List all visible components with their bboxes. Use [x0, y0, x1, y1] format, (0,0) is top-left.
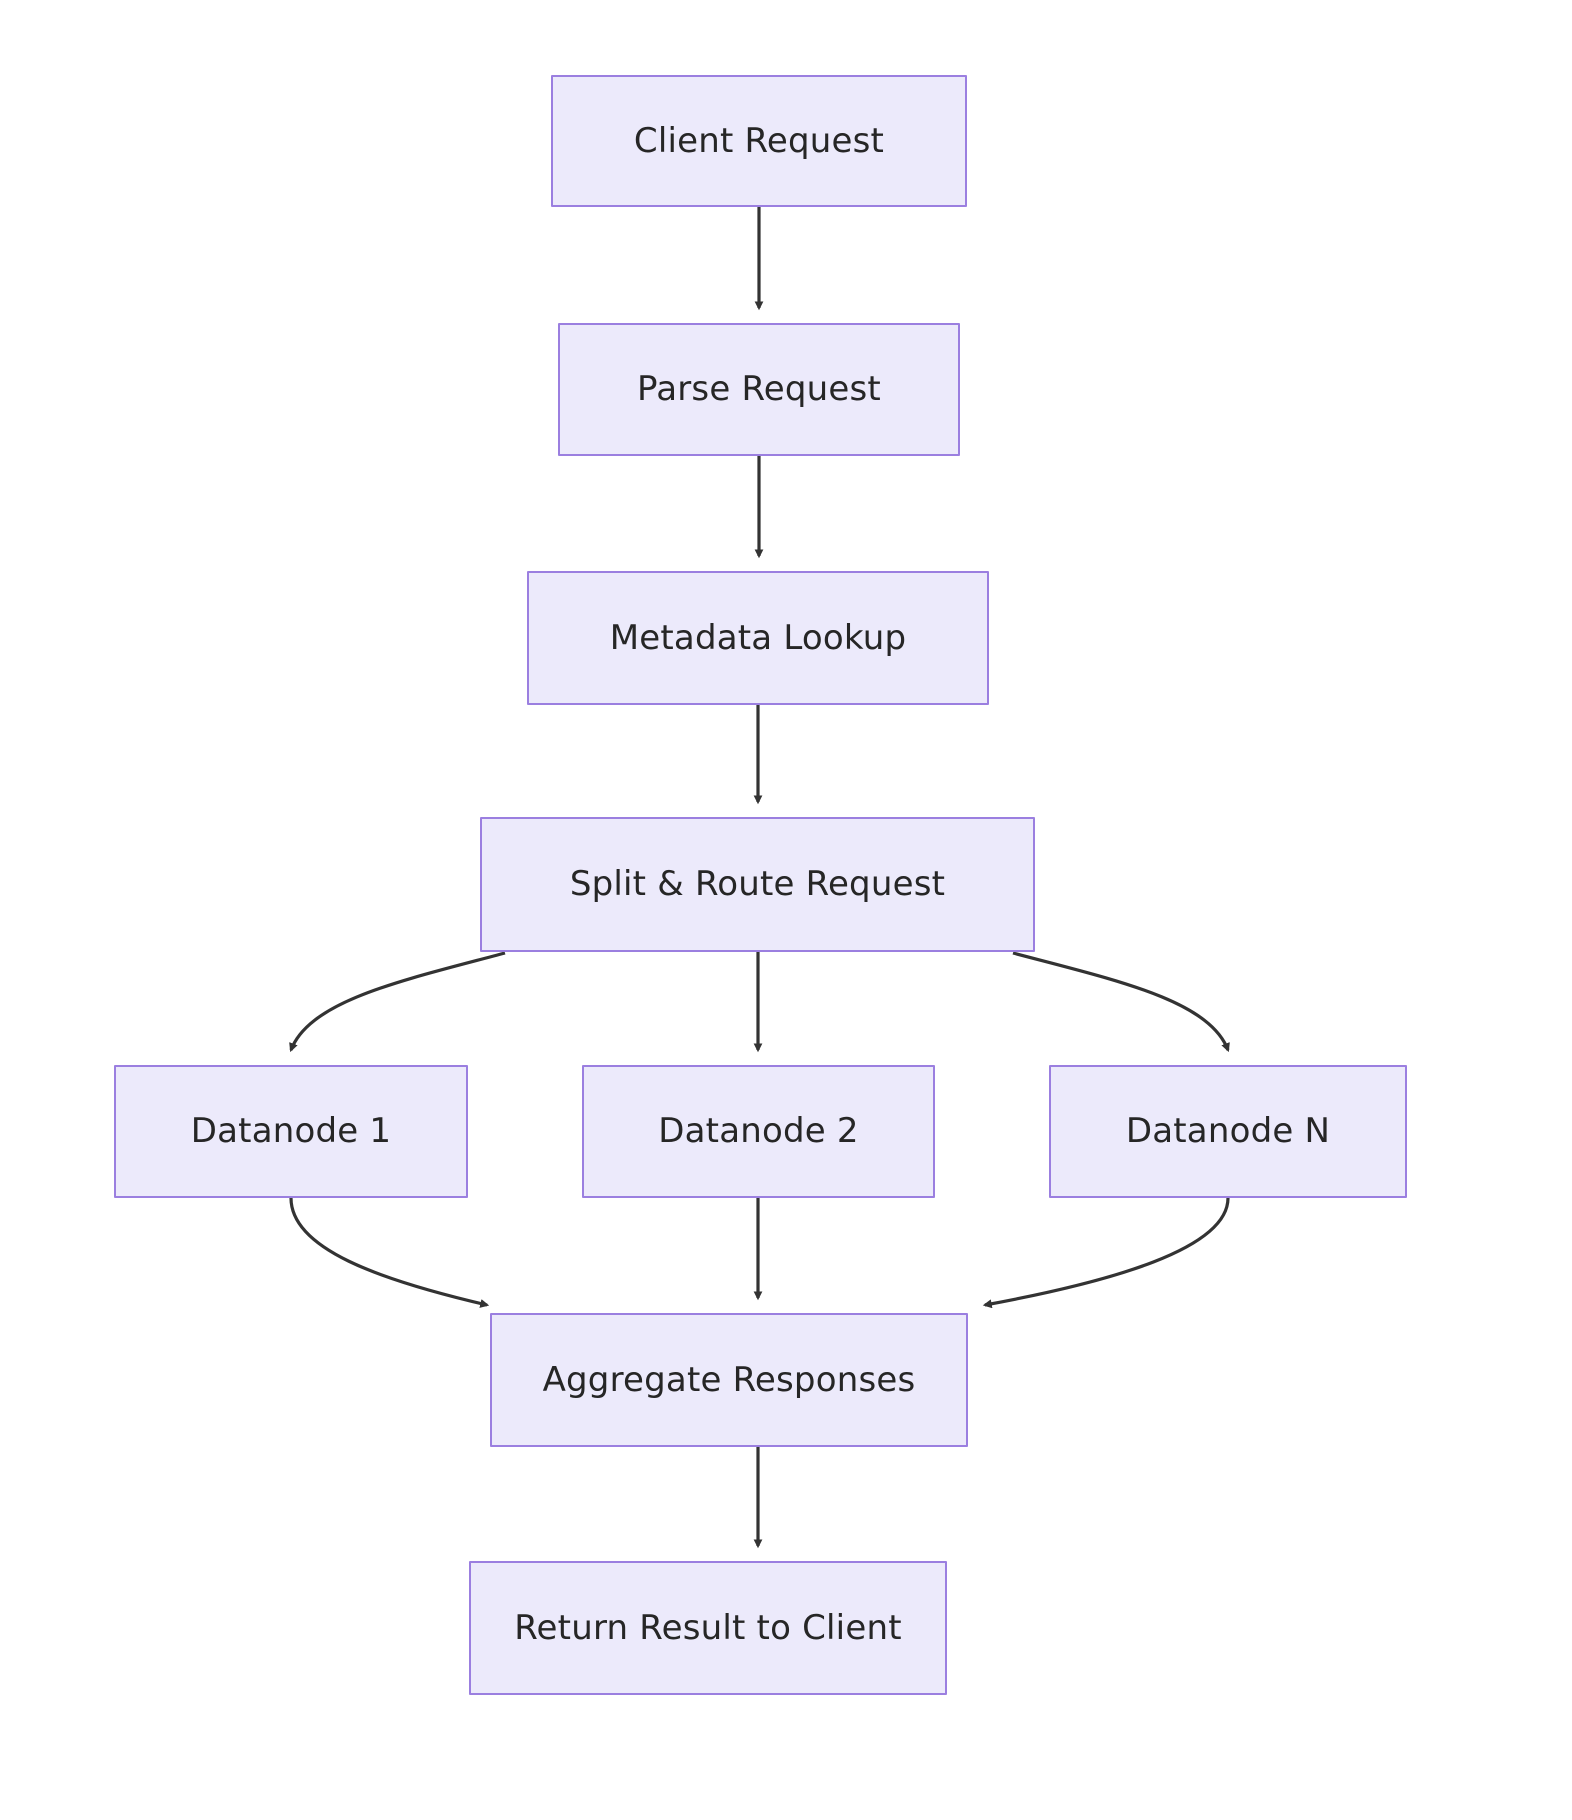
node-label-return-result-to-client: Return Result to Client [514, 1607, 902, 1648]
node-datanode-1[interactable]: Datanode 1 [114, 1065, 468, 1198]
edge-split-route-to-datanode-n [1012, 951, 1230, 1053]
node-client-request[interactable]: Client Request [551, 75, 967, 207]
edge-datanode-n-to-aggregate [982, 1197, 1230, 1309]
node-label-metadata-lookup: Metadata Lookup [609, 617, 907, 658]
node-label-aggregate-responses: Aggregate Responses [542, 1359, 916, 1400]
node-aggregate-responses[interactable]: Aggregate Responses [490, 1313, 968, 1447]
node-label-datanode-1: Datanode 1 [190, 1111, 392, 1152]
node-parse-request[interactable]: Parse Request [558, 323, 960, 456]
node-label-datanode-2: Datanode 2 [658, 1111, 859, 1152]
node-split-route-request[interactable]: Split & Route Request [480, 817, 1035, 952]
node-datanode-2[interactable]: Datanode 2 [582, 1065, 935, 1198]
edge-split-route-to-datanode-1 [289, 951, 506, 1053]
node-label-split-route-request: Split & Route Request [569, 864, 946, 905]
node-metadata-lookup[interactable]: Metadata Lookup [527, 571, 989, 705]
node-label-parse-request: Parse Request [637, 369, 881, 410]
node-label-datanode-n: Datanode N [1125, 1111, 1331, 1152]
node-datanode-n[interactable]: Datanode N [1049, 1065, 1407, 1198]
node-label-client-request: Client Request [633, 120, 885, 161]
node-return-result-to-client[interactable]: Return Result to Client [469, 1561, 947, 1695]
edge-datanode-1-to-aggregate [289, 1197, 490, 1308]
